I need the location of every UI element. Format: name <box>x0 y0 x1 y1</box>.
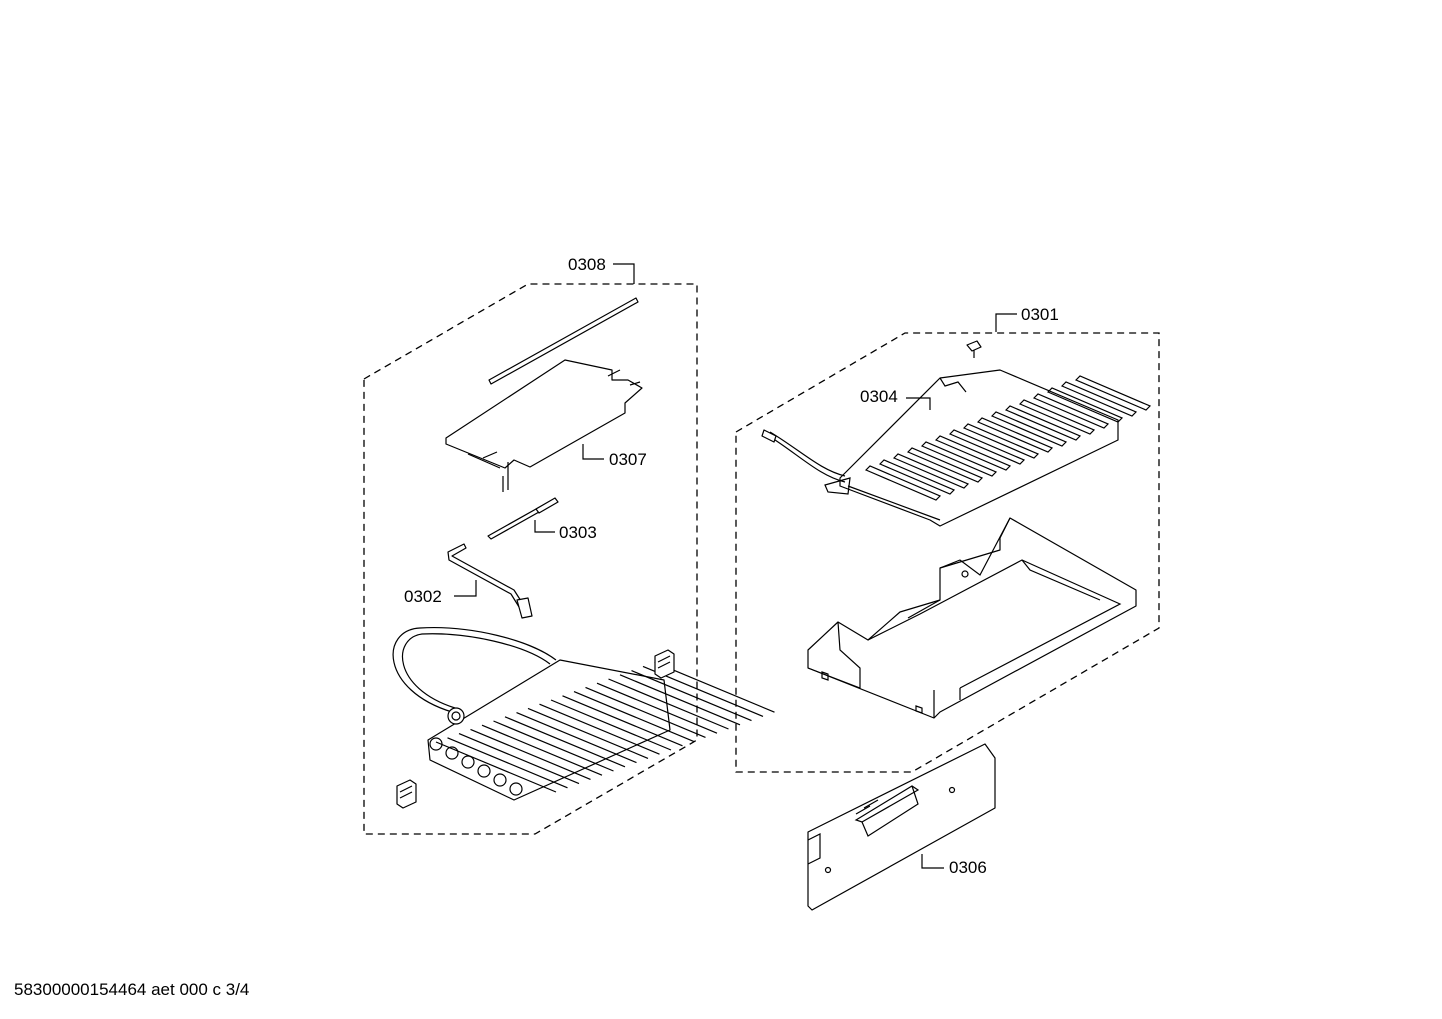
heater-groove <box>1046 387 1124 423</box>
heater-groove <box>962 423 1040 459</box>
front-panel-0306 <box>807 743 996 911</box>
heater-groove <box>864 465 942 501</box>
label-0302: 0302 <box>404 587 442 606</box>
clip-right <box>654 649 675 679</box>
coil-fin <box>481 724 603 776</box>
coil-fin <box>539 703 660 755</box>
label-0304: 0304 <box>860 387 898 406</box>
heater-groove <box>1004 405 1082 441</box>
clip-left <box>396 779 417 809</box>
leader-0307 <box>582 444 604 460</box>
label-0308: 0308 <box>568 255 606 274</box>
coil-fin <box>550 699 672 751</box>
heater-groove <box>906 447 984 483</box>
heater-groove <box>878 459 956 495</box>
drain-tray <box>807 517 1137 719</box>
heater-groove <box>990 411 1068 447</box>
drawing-reference: 58300000154464 aet 000 c 3/4 <box>14 980 250 999</box>
coil-fin <box>585 686 706 738</box>
coil-loop <box>477 764 491 778</box>
leader-0303 <box>534 520 555 533</box>
label-0306: 0306 <box>949 858 987 877</box>
group-0308: 0308 0307 0303 0302 <box>363 255 775 835</box>
coil-loop <box>429 737 443 751</box>
heater-groove <box>892 453 970 489</box>
label-0307: 0307 <box>609 450 647 469</box>
coil-loop <box>461 755 475 769</box>
coil-fin <box>573 691 695 743</box>
coil-loop <box>445 746 459 760</box>
coil-fin <box>493 720 614 772</box>
coil-fin <box>631 670 752 722</box>
leader-0306 <box>921 854 944 869</box>
coil-fin <box>527 707 649 759</box>
label-0301: 0301 <box>1021 305 1059 324</box>
heater-groove <box>1074 375 1152 411</box>
coil-fin <box>458 733 580 785</box>
cover-plate-0307 <box>445 359 643 492</box>
coil-fin <box>516 712 637 764</box>
coil-loop <box>493 773 507 787</box>
heater-groove <box>1060 381 1138 417</box>
leader-0304 <box>906 397 931 410</box>
label-0303: 0303 <box>559 523 597 542</box>
group-0301: 0301 0304 <box>735 305 1160 773</box>
group-0301-boundary <box>735 332 1160 773</box>
screw-part <box>966 340 982 358</box>
coil-fin <box>435 741 557 793</box>
evaporator-coil <box>392 627 775 801</box>
coil-fins <box>429 661 775 796</box>
heater-groove <box>1018 399 1096 435</box>
coil-fin <box>608 678 729 730</box>
heater-groove <box>920 441 998 477</box>
heater-groove <box>948 429 1026 465</box>
heater-grooves <box>864 375 1152 501</box>
leader-0301 <box>995 313 1017 332</box>
coil-fin <box>470 728 591 780</box>
sensor-0303 <box>487 497 559 540</box>
coil-fin <box>562 695 683 747</box>
coil-fin <box>447 737 568 789</box>
heater-groove <box>934 435 1012 471</box>
heater-groove <box>976 417 1054 453</box>
rod-part <box>488 297 639 385</box>
probe-0302 <box>447 543 533 619</box>
leader-0308 <box>613 263 635 284</box>
coil-fin <box>596 682 718 734</box>
heater-groove <box>1032 393 1110 429</box>
coil-fin <box>504 716 626 768</box>
coil-fin <box>619 674 741 726</box>
heater-plate-0304 <box>761 369 1152 527</box>
coil-loop <box>509 782 523 796</box>
leader-0302 <box>454 580 477 597</box>
